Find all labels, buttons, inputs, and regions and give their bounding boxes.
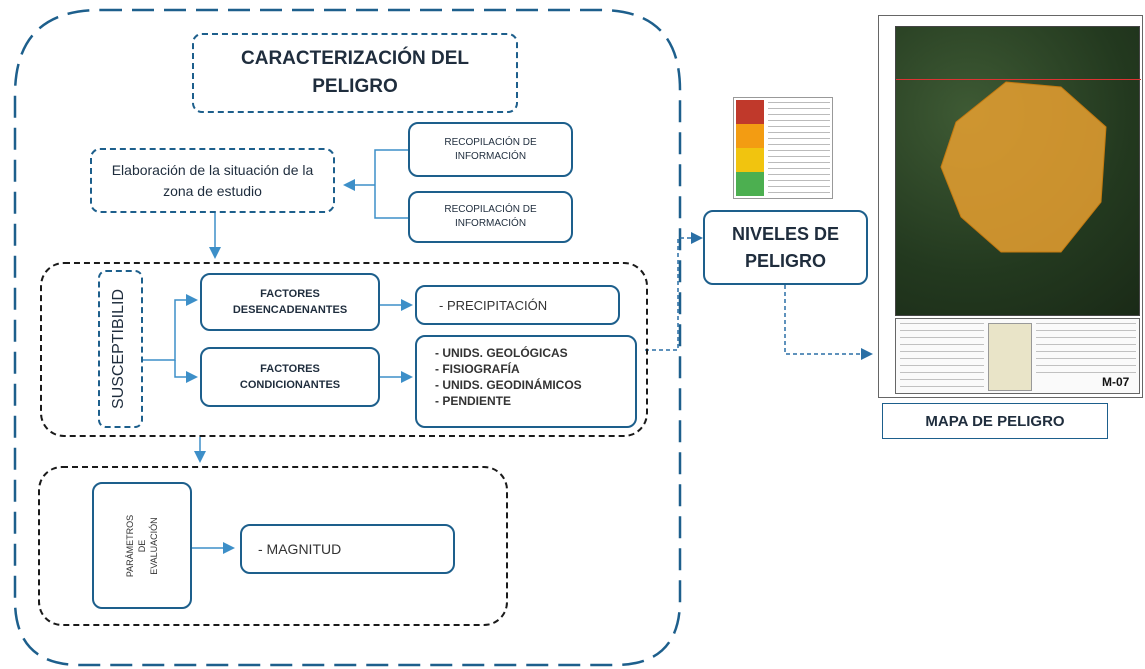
recopilacion-bracket [374,149,408,219]
factores-desencadenantes-box: FACTORES DESENCADENANTES [200,273,380,331]
elaboracion-text: Elaboración de la situación de la zona d… [111,161,314,199]
outer-frame [13,8,682,667]
parametros-line-2: DE [137,539,147,553]
factores-condicionantes-box: FACTORES CONDICIONANTES [200,347,380,407]
susceptibilidad-label: SUSCEPTIBILID [110,288,127,410]
map-thumbnail: M-07 [878,15,1143,398]
map-info-lines-right [1036,323,1136,373]
recopilacion-box-2: RECOPILACIÓN DE INFORMACIÓN [408,191,573,243]
susceptibilidad-frame [40,262,648,437]
niveles-text: NIVELES DE PELIGRO [731,223,840,271]
niveles-box: NIVELES DE PELIGRO [703,210,868,285]
condicionantes-list: - UNIDS. GEOLÓGICAS - FISIOGRAFÍA - UNID… [415,335,637,428]
legend-swatch-yellow [736,148,764,172]
map-satellite [895,26,1141,316]
map-code: M-07 [1102,375,1130,389]
susceptibilidad-bracket [143,294,198,361]
title-box: CARACTERIZACIÓN DEL PELIGRO [192,33,518,113]
recopilacion-text-1: RECOPILACIÓN DE INFORMACIÓN [444,136,537,162]
map-info-panel: M-07 [895,318,1140,394]
legend-swatch-green [736,172,764,196]
factores-desencadenantes-text: FACTORES DESENCADENANTES [232,288,348,316]
susceptibilidad-label-box: SUSCEPTIBILID [98,270,143,428]
precipitacion-box: - PRECIPITACIÓN [415,285,620,325]
precipitacion-text: - PRECIPITACIÓN [439,297,548,313]
recopilacion-text-2: RECOPILACIÓN DE INFORMACIÓN [444,204,537,229]
magnitud-box: - MAGNITUD [240,524,455,574]
map-inset [988,323,1032,391]
list-item: - PENDIENTE [435,394,512,408]
mapa-label-box: MAPA DE PELIGRO [882,403,1108,439]
page-title: CARACTERIZACIÓN DEL PELIGRO [241,48,469,97]
parametros-line-1: PARÁMETROS [125,514,135,578]
list-item: - FISIOGRAFÍA [435,362,520,376]
magnitud-text: - MAGNITUD [258,541,342,557]
factores-condicionantes-text: FACTORES CONDICIONANTES [239,363,341,391]
mapa-label: MAPA DE PELIGRO [925,412,1065,430]
parametros-label: PARÁMETROS DE EVALUACIÓN [124,486,160,606]
legend-thumbnail [733,97,833,199]
parametros-label-box: PARÁMETROS DE EVALUACIÓN [92,482,192,609]
map-info-lines [900,323,984,391]
legend-text-lines [768,102,830,194]
list-item: - UNIDS. GEOLÓGICAS [435,346,568,360]
elaboracion-box: Elaboración de la situación de la zona d… [90,148,335,213]
dashed-link-niveles [645,232,703,351]
recopilacion-box-1: RECOPILACIÓN DE INFORMACIÓN [408,122,573,177]
legend-swatch-red [736,100,764,124]
map-red-line [896,79,1141,80]
legend-swatch-orange [736,124,764,148]
hazard-polygon [940,81,1107,253]
parametros-frame [38,466,508,626]
list-item: - UNIDS. GEODINÁMICOS [435,378,582,392]
dashed-link-mapa [784,285,873,360]
susceptibilidad-bracket-lower [174,360,198,383]
parametros-line-3: EVALUACIÓN [149,517,159,575]
